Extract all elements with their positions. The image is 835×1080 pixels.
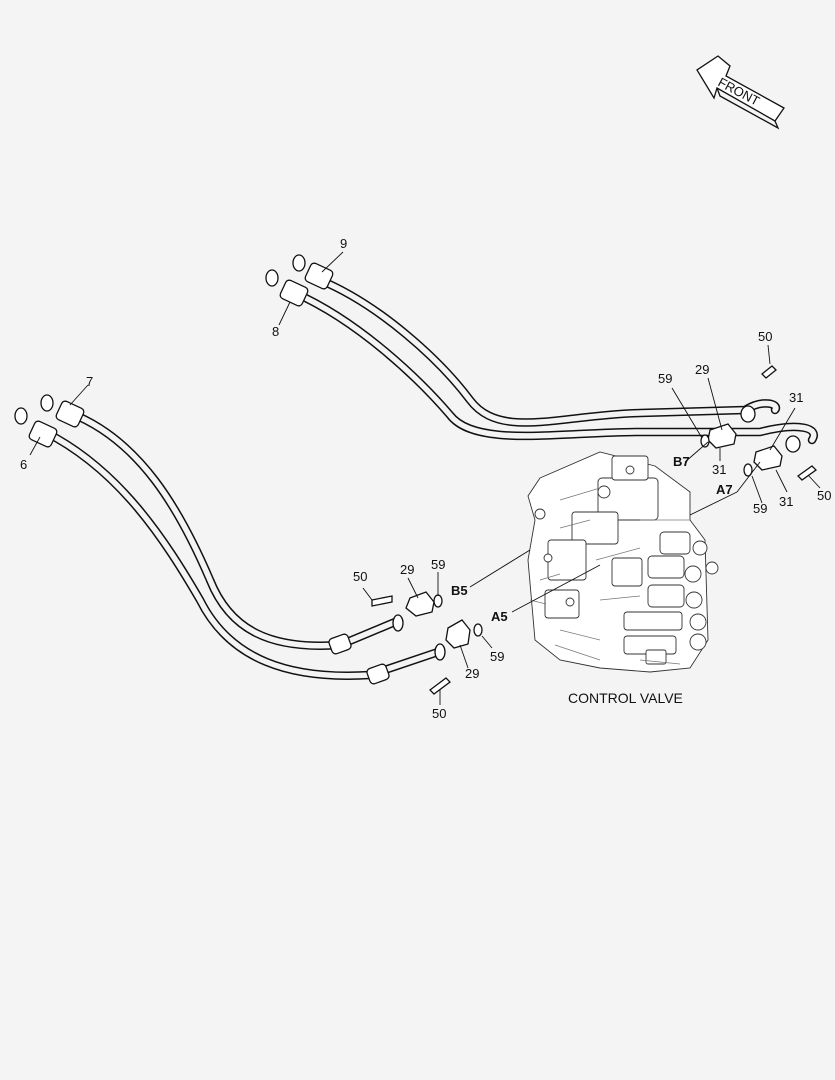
part-number-50-top: 50 <box>758 329 772 344</box>
part-number-9: 9 <box>340 236 347 251</box>
control-valve <box>527 451 719 673</box>
hose-end-fittings <box>14 254 801 685</box>
part-number-50-right: 50 <box>817 488 831 503</box>
part-number-7: 7 <box>86 374 93 389</box>
port-label-b5: B5 <box>451 583 468 598</box>
front-arrow: FRONT <box>696 55 785 130</box>
part-number-labels: 9 8 7 6 50 29 59 31 31 31 59 50 50 29 59… <box>20 236 831 721</box>
leader-lines <box>29 251 821 705</box>
part-number-59-left: 59 <box>431 557 445 572</box>
hose-7 <box>65 408 400 650</box>
part-number-29-top: 29 <box>695 362 709 377</box>
part-number-31-top: 31 <box>789 390 803 405</box>
part-number-29-low: 29 <box>465 666 479 681</box>
part-number-31-right: 31 <box>779 494 793 509</box>
hose-8 <box>290 288 818 445</box>
part-number-59-top: 59 <box>658 371 672 386</box>
part-number-59-low: 59 <box>490 649 504 664</box>
port-label-a7: A7 <box>716 482 733 497</box>
port-labels: B7 A7 B5 A5 <box>451 454 733 624</box>
port-label-b7: B7 <box>673 454 690 469</box>
port-label-a5: A5 <box>491 609 508 624</box>
part-number-50-left: 50 <box>353 569 367 584</box>
hose-6 <box>40 427 443 680</box>
part-number-50-low: 50 <box>432 706 446 721</box>
flange-assemblies <box>371 365 818 695</box>
part-number-29-left: 29 <box>400 562 414 577</box>
part-number-6: 6 <box>20 457 27 472</box>
part-number-59-right: 59 <box>753 501 767 516</box>
part-number-8: 8 <box>272 324 279 339</box>
control-valve-caption: CONTROL VALVE <box>568 690 683 706</box>
part-number-31-mid: 31 <box>712 462 726 477</box>
hose-9 <box>315 275 781 427</box>
